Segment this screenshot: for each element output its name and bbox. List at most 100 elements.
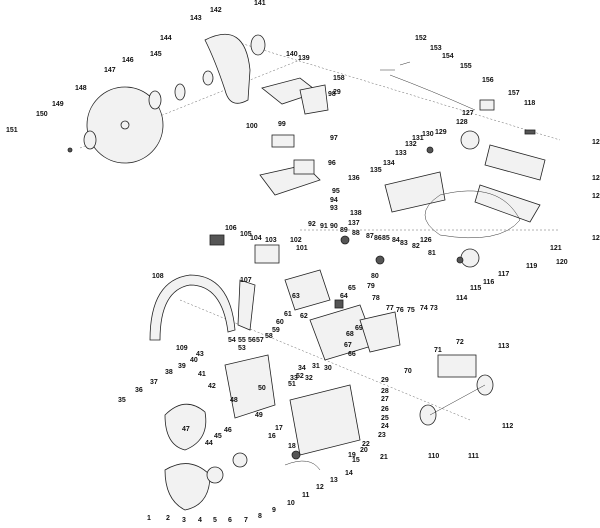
part-label: 47	[182, 426, 190, 433]
part-label: 82	[412, 243, 420, 250]
part-label: 74	[420, 305, 428, 312]
part-label: 143	[190, 15, 202, 22]
part-label: 83	[400, 240, 408, 247]
part-label: 73	[430, 305, 438, 312]
part-label: 130	[422, 131, 434, 138]
blade-guard	[204, 33, 251, 104]
part-label: 127	[462, 110, 474, 117]
part-label: 152	[415, 35, 427, 42]
part-label: 109	[176, 345, 188, 352]
part-label: 37	[150, 379, 158, 386]
part-label: 61	[284, 311, 292, 318]
part-label: 121	[550, 245, 562, 252]
part-label: 125	[592, 139, 600, 146]
part-label: 6	[228, 517, 232, 524]
part-label: 39	[178, 363, 186, 370]
part-label: 88	[352, 230, 360, 237]
part-label: 8	[258, 513, 262, 520]
part-label: 132	[405, 141, 417, 148]
part-label: 97	[330, 135, 338, 142]
part-label: 80	[371, 273, 379, 280]
part-label: 133	[395, 150, 407, 157]
part-label: 147	[104, 67, 116, 74]
part-label: 26	[381, 406, 389, 413]
part-label: 129	[435, 129, 447, 136]
part-label: 19	[348, 452, 356, 459]
part-label: 17	[275, 425, 283, 432]
part-label: 58	[265, 333, 273, 340]
part-label: 91	[320, 223, 328, 230]
guard-bearing	[250, 34, 266, 56]
part-label: 99	[278, 121, 286, 128]
part-label: 23	[378, 432, 386, 439]
wheel	[419, 404, 437, 426]
part-label: 92	[308, 221, 316, 228]
part-label: 68	[346, 331, 354, 338]
part-label: 102	[290, 237, 302, 244]
part-label: 93	[330, 205, 338, 212]
part-label: 87	[366, 233, 374, 240]
part-label: 155	[460, 63, 472, 70]
part-label: 20	[360, 447, 368, 454]
part-label: 94	[330, 197, 338, 204]
part-label: 53	[238, 345, 246, 352]
part-label: 156	[482, 77, 494, 84]
part-label: 5	[213, 517, 217, 524]
part-label: 54	[228, 337, 236, 344]
part-label: 3	[182, 517, 186, 524]
part-label: 42	[208, 383, 216, 390]
part-label: 1	[147, 515, 151, 522]
part-label: 29	[333, 89, 341, 96]
part-label: 59	[272, 327, 280, 334]
part-label: 71	[434, 347, 442, 354]
part-label: 27	[381, 396, 389, 403]
part-label: 137	[348, 220, 360, 227]
part-label: 89	[340, 227, 348, 234]
part-label: 126	[420, 237, 432, 244]
flywheel-ring	[206, 466, 224, 484]
part-label: 134	[383, 160, 395, 167]
part-label: 141	[254, 0, 266, 7]
part-label: 85	[382, 235, 390, 242]
part-label: 115	[470, 285, 481, 292]
part-label: 77	[386, 305, 394, 312]
part-label: 64	[340, 293, 348, 300]
part-label: 154	[442, 53, 454, 60]
part-label: 78	[372, 295, 380, 302]
part-label: 145	[150, 51, 162, 58]
part-label: 56	[248, 337, 256, 344]
part-label: 65	[348, 285, 356, 292]
part-label: 90	[330, 223, 338, 230]
part-label: 13	[330, 477, 338, 484]
part-label: 29	[381, 377, 389, 384]
part-label: 46	[224, 427, 232, 434]
part-label: 79	[367, 283, 375, 290]
part-label: 103	[265, 237, 277, 244]
part-label: 15	[352, 457, 360, 464]
part-label: 158	[333, 75, 345, 82]
part-label: 14	[345, 470, 353, 477]
part-label: 114	[456, 295, 467, 302]
part-label: 70	[404, 368, 412, 375]
part-label: 95	[332, 188, 340, 195]
part-label: 128	[456, 119, 468, 126]
part-label: 72	[456, 339, 464, 346]
part-label: 98	[328, 91, 336, 98]
engine-housing	[224, 354, 276, 419]
muffler	[254, 244, 280, 264]
part-label: 112	[502, 423, 513, 430]
part-label: 63	[292, 293, 300, 300]
part-label: 55	[238, 337, 246, 344]
part-label: 142	[210, 7, 222, 14]
part-label: 24	[381, 423, 389, 430]
part-label: 10	[287, 500, 295, 507]
pulley	[460, 130, 480, 150]
part-label: 118	[524, 100, 535, 107]
part-label: 11	[302, 492, 310, 499]
part-label: 136	[348, 175, 360, 182]
part-label: 116	[483, 279, 494, 286]
part-label: 153	[430, 45, 442, 52]
part-label: 157	[508, 90, 520, 97]
